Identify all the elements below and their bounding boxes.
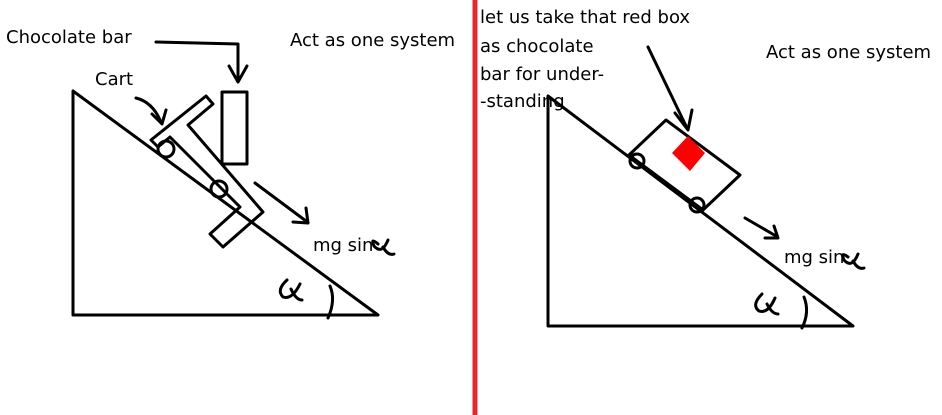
right-system-label: Act as one system <box>766 42 931 63</box>
left-cart-arrow <box>134 96 162 122</box>
left-force-alpha-mark <box>371 238 396 256</box>
left-cart-wheel-bottom <box>209 179 229 199</box>
right-note-line-3: bar for under- <box>480 64 604 85</box>
left-system-label: Act as one system <box>290 30 455 51</box>
right-cart <box>627 118 742 212</box>
left-angle-arc <box>326 284 335 320</box>
left-chocolate-bar <box>220 90 249 166</box>
right-note-line-2: as chocolate <box>480 36 594 57</box>
left-force-label: mg sin <box>313 235 373 256</box>
right-note-line-1: let us take that red box <box>480 7 690 28</box>
right-note-line-4: -standing <box>480 91 565 112</box>
chocolate-bar-label: Chocolate bar <box>6 27 132 48</box>
cart-label: Cart <box>95 69 133 90</box>
right-note-arrow <box>646 45 688 128</box>
left-force-arrowhead <box>291 206 310 225</box>
right-angle-alpha-mark <box>754 292 780 316</box>
left-chocolate-arrowhead <box>227 64 249 84</box>
right-force-arrow <box>743 216 778 238</box>
right-cart-wheel-top <box>628 152 646 170</box>
left-force-arrow <box>253 181 308 223</box>
left-angle-alpha-mark <box>278 278 304 302</box>
right-red-box <box>672 136 705 171</box>
right-note-arrowhead <box>673 108 694 132</box>
left-incline-triangle <box>71 89 380 317</box>
right-angle-arc <box>800 295 809 330</box>
right-force-alpha-mark <box>841 252 866 270</box>
left-chocolate-arrow <box>154 40 240 80</box>
right-cart-wheel-bottom <box>688 196 706 214</box>
left-cart-wheel-top <box>156 139 176 159</box>
right-force-label: mg sin <box>784 247 844 268</box>
left-cart-arrowhead <box>150 108 168 126</box>
right-force-arrowhead <box>763 224 780 240</box>
